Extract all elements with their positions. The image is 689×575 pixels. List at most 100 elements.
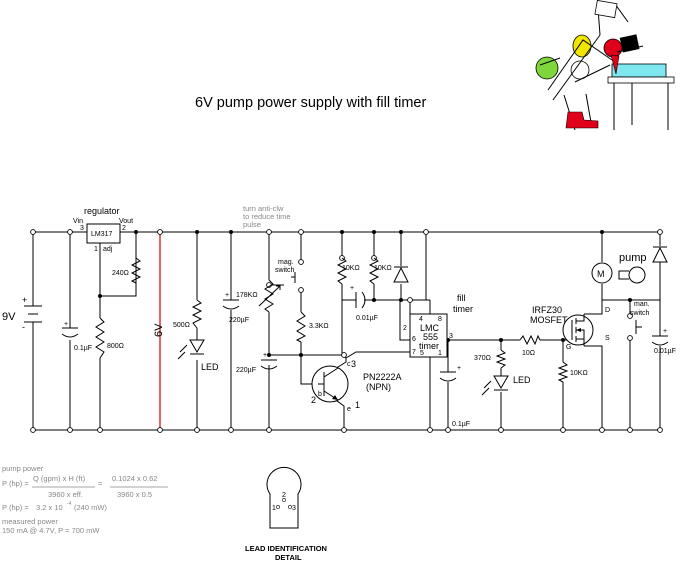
svg-text:+: +	[350, 285, 354, 292]
r800-label: 800Ω	[107, 343, 124, 350]
measured-value: 150 mA @ 4.7V, P = 700 mW	[2, 526, 100, 535]
regulator-pin-3: 3	[80, 225, 84, 232]
transistor-num-3: 3	[351, 359, 356, 369]
timer-pin-1: 1	[438, 350, 442, 357]
timer-pin-3: 3	[449, 333, 453, 340]
regulator-part: LM317	[91, 231, 113, 238]
r370-label: 370Ω	[474, 355, 491, 362]
cap-in-label: 0.1µF	[74, 345, 92, 352]
wiring	[32, 231, 661, 431]
transistor-pin-b: b	[318, 391, 322, 398]
lead-detail: 2 1 3 LEAD IDENTIFICATION DETAIL	[245, 466, 327, 562]
r3k3-label: 3.3KΩ	[309, 323, 329, 330]
resistor-3k3	[295, 311, 307, 343]
regulator-title: regulator	[84, 206, 120, 216]
man-switch-label-2: switch	[630, 310, 650, 317]
cap-220-b: +	[260, 352, 278, 370]
r240-label: 240Ω	[112, 270, 129, 277]
formula-line2-w: (240 mW)	[74, 503, 107, 512]
regulator-pin-vout: Vout	[119, 218, 133, 225]
junction-nodes	[30, 229, 663, 433]
mosfet-type: MOSFET	[530, 315, 568, 325]
cap-220-a: +	[222, 292, 240, 310]
lead-caption-1: LEAD IDENTIFICATION	[245, 544, 327, 553]
motor-symbol	[591, 262, 613, 284]
resistor-500	[191, 299, 203, 329]
r10-label: 10Ω	[522, 350, 535, 357]
formula-line1-num: Q (gpm) x H (ft)	[33, 474, 86, 483]
transistor-type: (NPN)	[366, 382, 391, 392]
formula-line2-val: 3.2 x 10	[36, 503, 63, 512]
formula-heading: pump power	[2, 464, 44, 473]
formula-block: pump power P (hp) = Q (gpm) x H (ft) 396…	[2, 464, 168, 535]
formula-line1-den2: 3960 x 0.5	[117, 490, 152, 499]
r10k-c-label: 10KΩ	[570, 370, 588, 377]
formula-line1-lhs: P (hp) =	[2, 479, 29, 488]
regulator-box	[86, 223, 121, 244]
lead-detail-outline	[266, 466, 302, 529]
page-title: 6V pump power supply with fill timer	[195, 95, 426, 111]
pot-arrow	[258, 285, 281, 307]
timer-pin-8: 8	[438, 316, 442, 323]
resistor-370	[495, 349, 507, 369]
pot-label: 178KΩ	[236, 292, 258, 299]
r10k-b-label: 10KΩ	[374, 265, 392, 272]
mag-switch-symbol	[291, 272, 296, 283]
cartoon-head	[603, 38, 623, 58]
r500-label: 500Ω	[173, 322, 190, 329]
lead-pin-1	[276, 505, 280, 509]
cartoon-foot	[565, 111, 599, 129]
cartoon-ball-mid	[570, 60, 590, 80]
cartoon-tank-water	[611, 63, 667, 78]
cartoon-table	[607, 76, 675, 84]
measured-heading: measured power	[2, 517, 58, 526]
regulator-pin-vin: Vin	[73, 218, 83, 225]
cartoon-table-legs	[613, 83, 669, 130]
cap-220-a-label: 220µF	[229, 317, 249, 324]
cap-001-b: +	[651, 328, 669, 346]
note-line-3: pulse	[243, 220, 261, 229]
formula-line1-eq: =	[98, 479, 103, 488]
transistor-symbol	[311, 365, 349, 403]
fill-timer-label-1: fill	[457, 293, 466, 303]
transistor-pin-c: c	[347, 361, 351, 368]
mosfet-part: IRFZ30	[532, 305, 562, 315]
lead-pin-3	[288, 505, 292, 509]
cap-220-b-label: 220µF	[236, 367, 256, 374]
led-1-label: LED	[201, 362, 219, 372]
transistor-num-1: 1	[355, 400, 360, 410]
formula-line2-exp: -4	[67, 501, 72, 507]
resistor-10k-a	[336, 257, 348, 285]
pump-icon	[618, 266, 646, 284]
led-2-label: LED	[513, 375, 531, 385]
transistor-pin-e: e	[347, 406, 351, 413]
cap-01-b-label: 0.1µF	[452, 421, 470, 428]
transistor-part: PN2222A	[363, 372, 402, 382]
timer-pin-6: 6	[412, 336, 416, 343]
timer-ic-box	[409, 313, 448, 358]
cartoon-illustration	[535, 0, 675, 131]
man-switch-label-1: man.	[634, 301, 650, 308]
lead-label-3: 3	[292, 505, 296, 512]
formula-line1-num2: 0.1024 x 0.62	[112, 474, 157, 483]
rail-6v-label: 6V	[153, 323, 165, 337]
timer-ic-line2: 555	[423, 332, 438, 342]
mosfet-pin-s: S	[605, 335, 610, 342]
mag-switch-label-2: switch	[275, 267, 295, 274]
mag-switch-label-1: mag.	[278, 259, 294, 266]
cartoon-hat-brim	[616, 45, 644, 53]
r10k-a-label: 10KΩ	[342, 265, 360, 272]
regulator-pin-2: 2	[122, 225, 126, 232]
resistor-10	[519, 334, 541, 346]
cartoon-ball-left	[535, 56, 559, 80]
cartoon-beak	[610, 54, 620, 75]
cap-001-b-label: 0.01µF	[654, 348, 676, 355]
svg-text:+: +	[457, 365, 461, 372]
regulator-pin-adj: adj	[103, 246, 113, 253]
input-capacitor: +	[61, 321, 79, 338]
svg-text:+: +	[225, 292, 229, 299]
fill-timer-label-2: timer	[453, 304, 473, 314]
diode-1-symbol	[393, 266, 409, 283]
transistor-num-2: 2	[311, 395, 316, 405]
